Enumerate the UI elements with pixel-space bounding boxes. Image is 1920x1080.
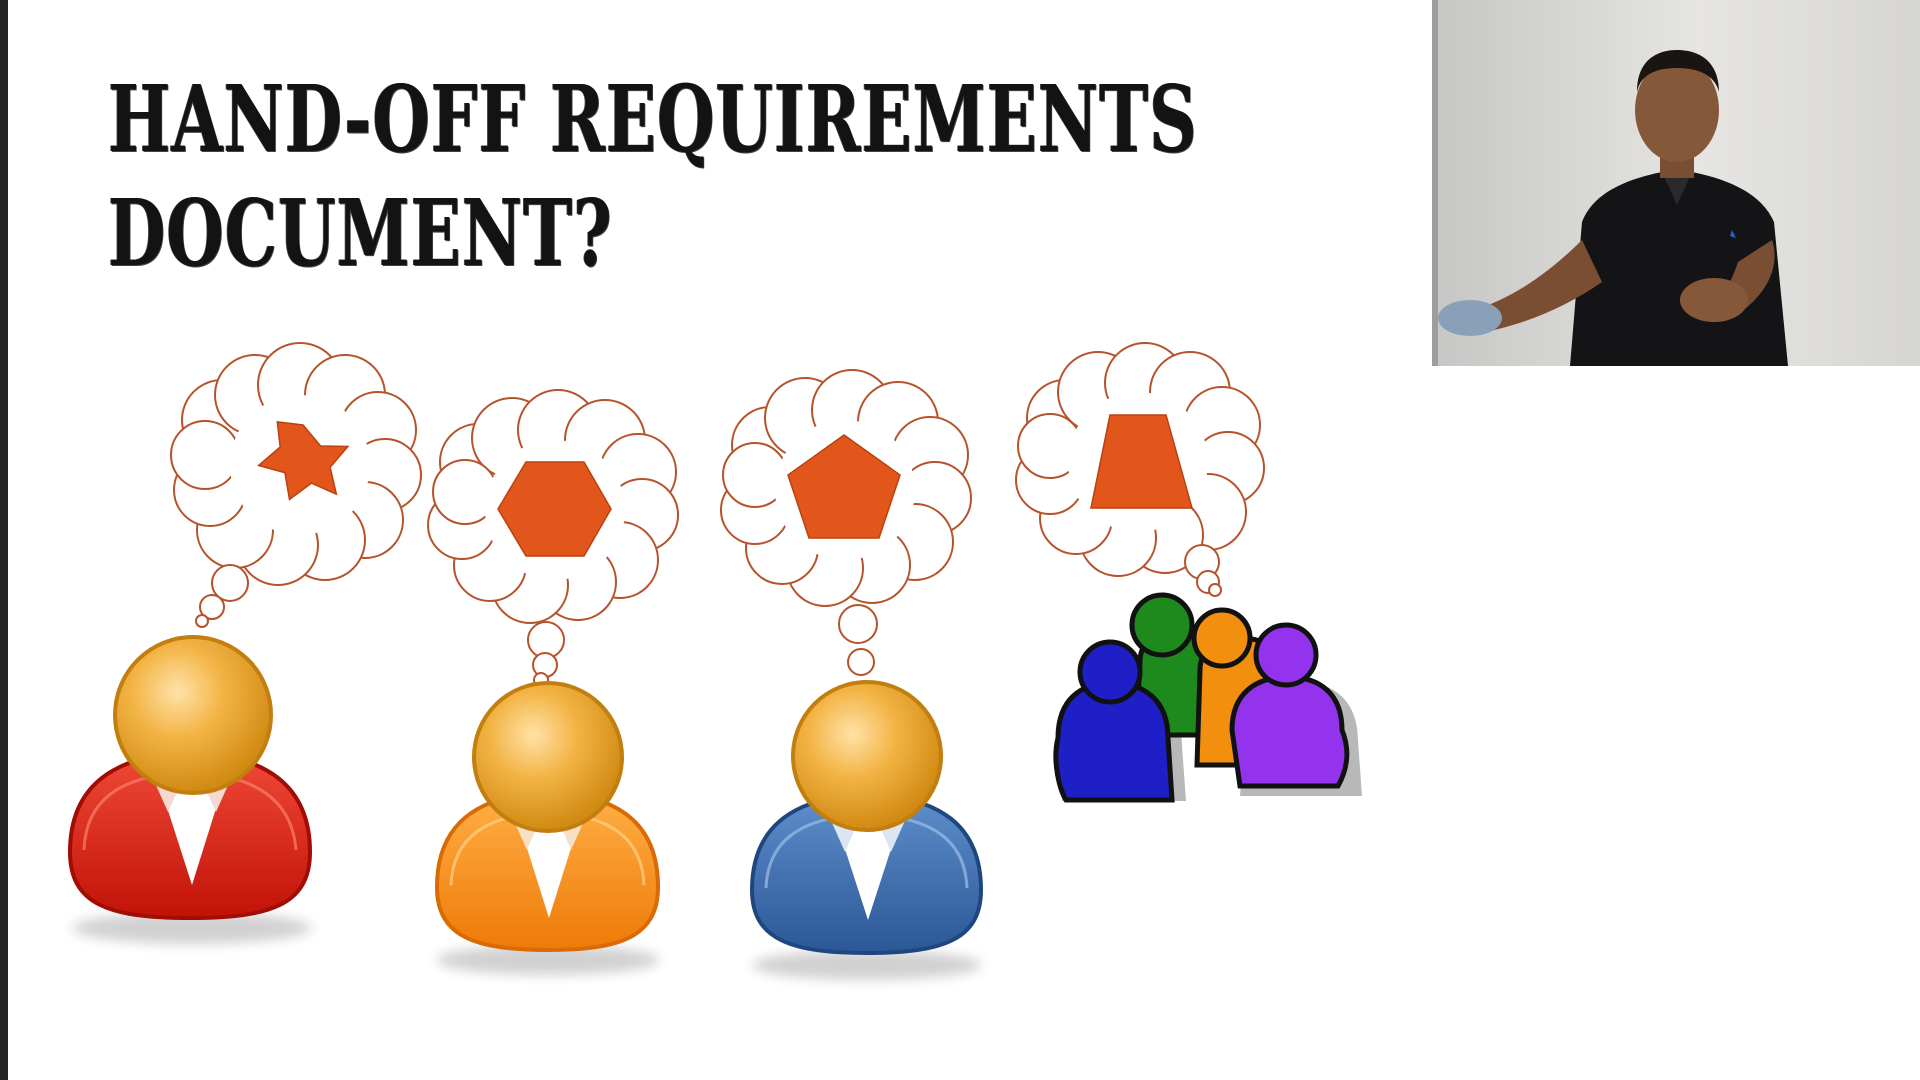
person-blue-icon — [749, 680, 984, 980]
hexagon-icon — [497, 461, 612, 557]
person-orange-icon — [434, 681, 661, 975]
slide-title-line-2: DOCUMENT? — [108, 179, 613, 287]
presenter-video-frame — [1432, 0, 1920, 366]
pentagon-icon — [787, 434, 901, 539]
thought-cloud-1 — [170, 342, 422, 628]
thought-cloud-3 — [720, 369, 972, 696]
speaker-webcam-video[interactable] — [1432, 0, 1920, 366]
person-red-icon — [67, 635, 313, 944]
group-people-icon — [1053, 592, 1362, 803]
star-icon — [257, 421, 350, 501]
window-left-edge — [0, 0, 8, 1080]
trapezoid-icon — [1090, 414, 1193, 509]
